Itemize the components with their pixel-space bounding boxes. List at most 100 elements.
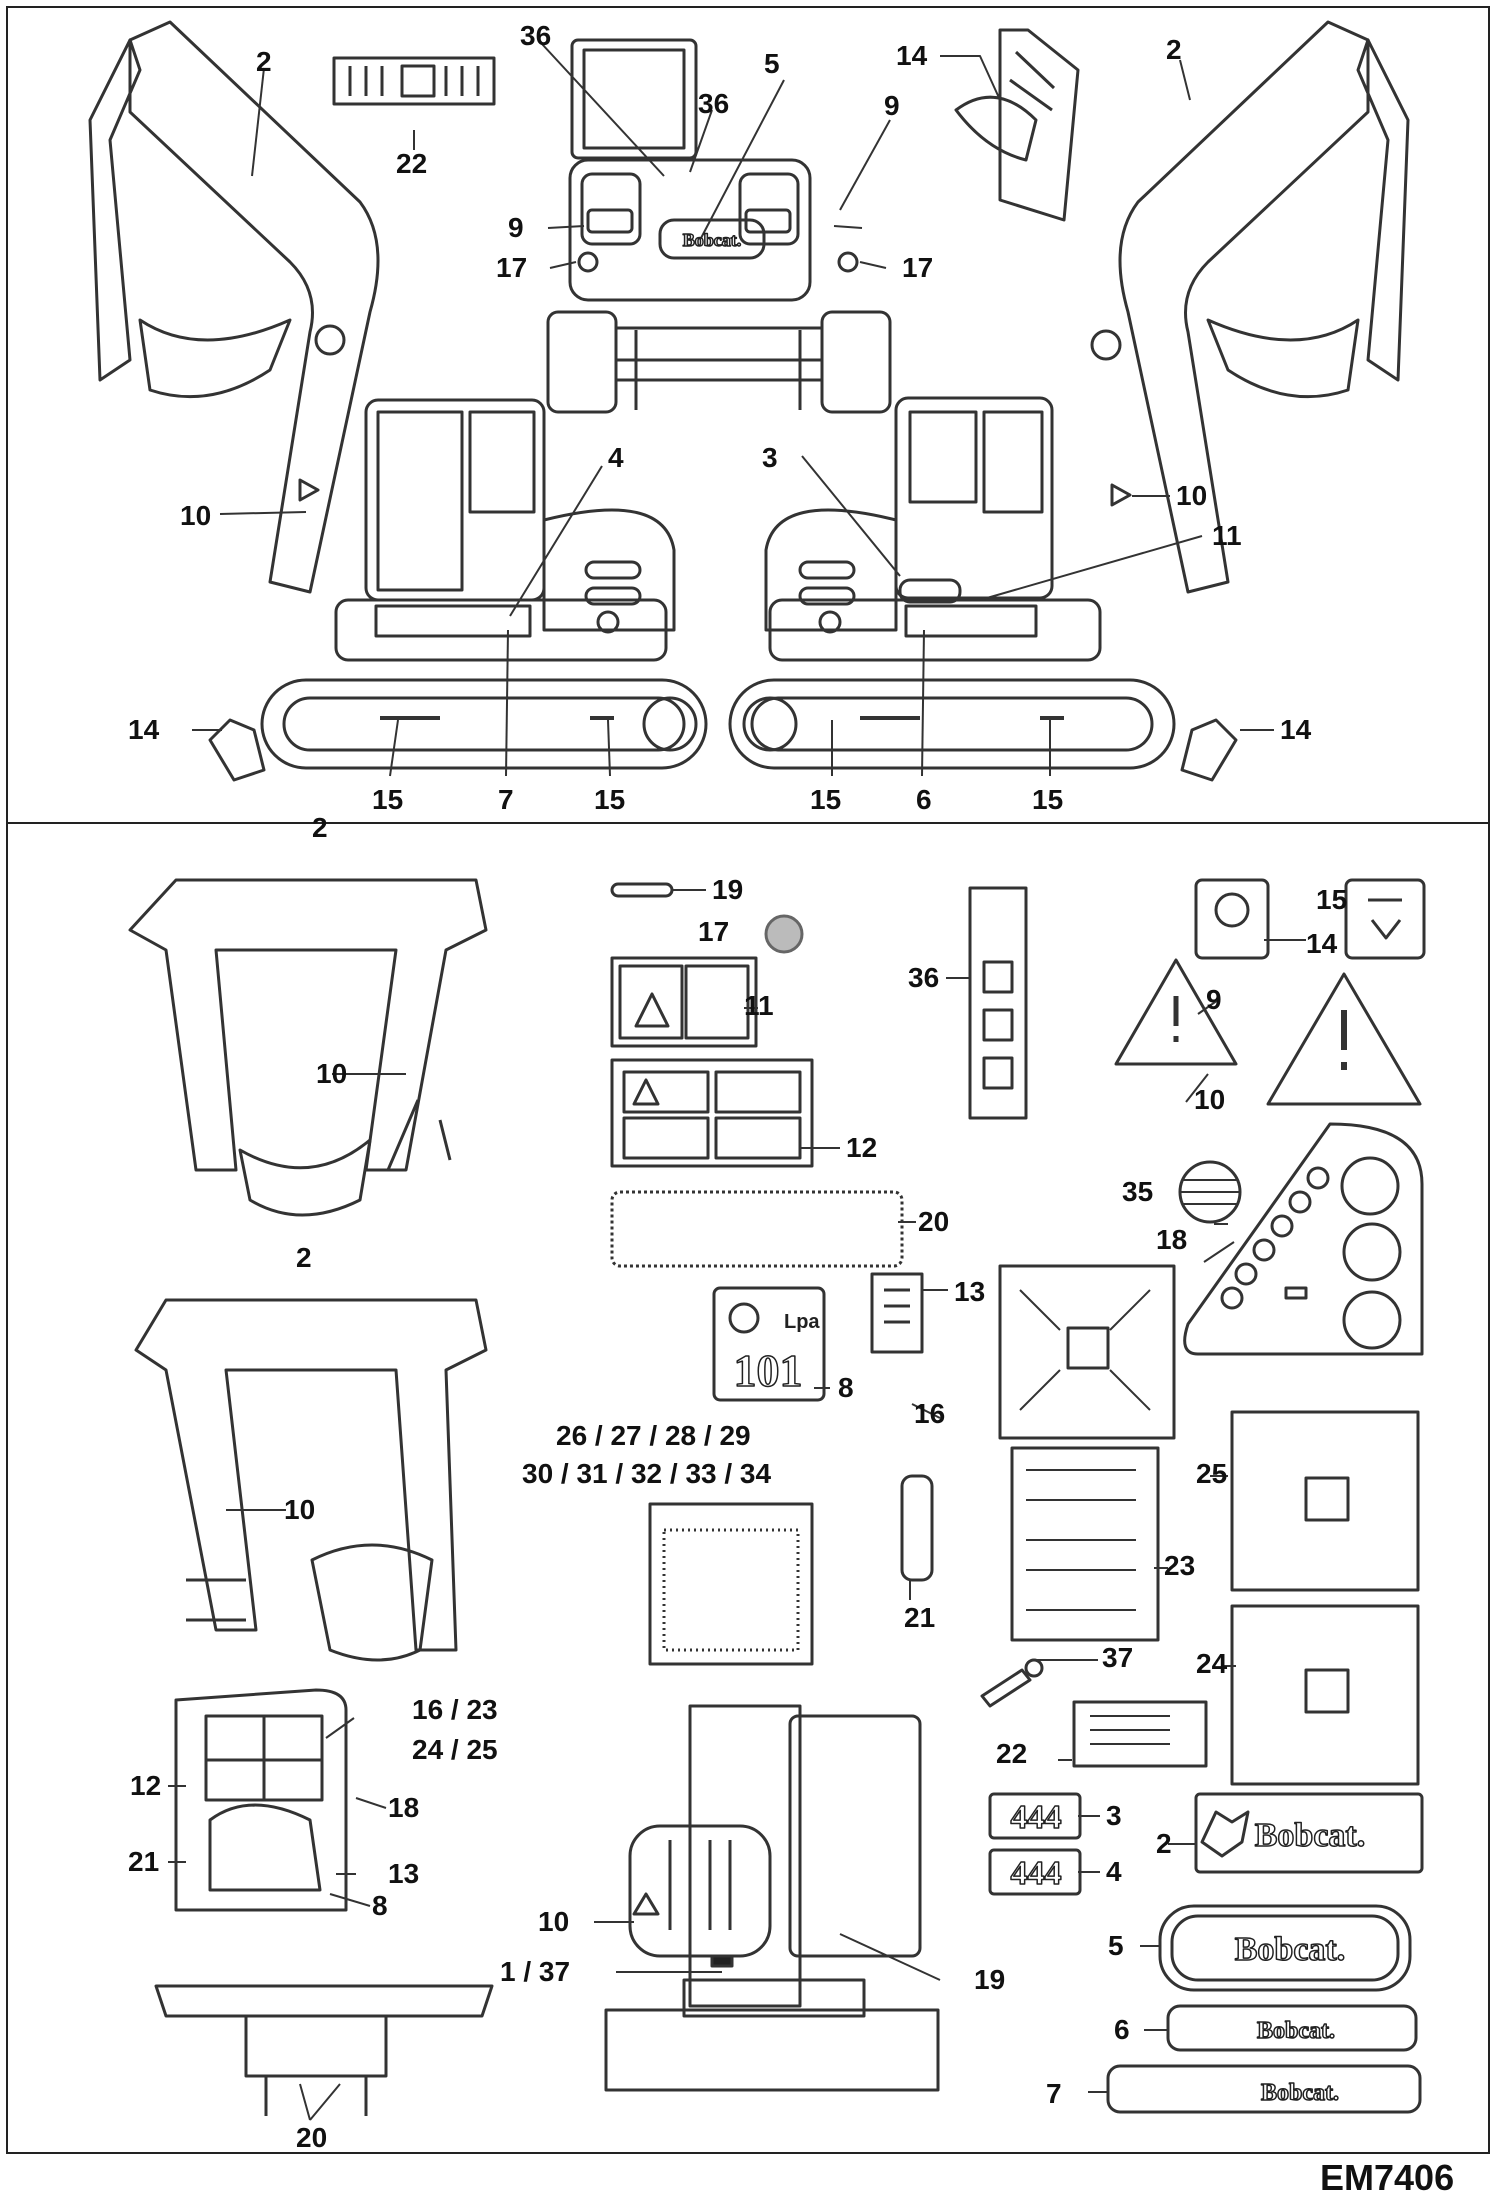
front-light-decal-left xyxy=(586,208,634,234)
brand-text-decal-2: Bobcat. xyxy=(1255,1817,1366,1854)
callout-label-c48: 21 xyxy=(904,1602,936,1633)
callout-label-c25: 2 xyxy=(312,812,328,843)
decal-14 xyxy=(1194,878,1270,960)
warning-triangle-decal xyxy=(632,1892,660,1916)
decal-10 xyxy=(1266,972,1422,1106)
track-right xyxy=(728,678,1176,770)
decal-20 xyxy=(610,1190,904,1268)
decal-7 xyxy=(1106,2064,1422,2114)
front-brand-decal xyxy=(658,218,766,260)
callout-label-c18: 14 xyxy=(1280,714,1312,745)
callout-label-c2: 22 xyxy=(396,148,428,179)
callout-label-c27: 19 xyxy=(712,874,744,905)
callout-label-c44: 26 / 27 / 28 / 29 xyxy=(556,1420,751,1451)
callout-label-c40: 10 xyxy=(284,1494,316,1525)
callout-label-c23: 6 xyxy=(916,784,932,815)
callout-label-c4: 36 xyxy=(698,88,730,119)
reference-code: EM7406 xyxy=(1320,2157,1455,2198)
callout-label-c57: 13 xyxy=(388,1858,420,1889)
callout-label-c59: 10 xyxy=(538,1906,570,1937)
model-decal-right xyxy=(898,578,962,604)
callout-label-c7: 2 xyxy=(1166,34,1182,65)
decal-6 xyxy=(1166,2004,1418,2052)
excavator-side-right xyxy=(728,396,1176,770)
decal-26-34 xyxy=(648,1502,814,1666)
callout-label-c55: 18 xyxy=(388,1792,420,1823)
callout-label-c54: 12 xyxy=(130,1770,162,1801)
callout-label-c62: 3 xyxy=(1106,1800,1122,1831)
callout-label-c36: 10 xyxy=(1194,1084,1226,1115)
callout-label-c17: 14 xyxy=(128,714,160,745)
callout-label-c39: 2 xyxy=(296,1242,312,1273)
callout-label-c22: 15 xyxy=(810,784,842,815)
callout-label-c42: 8 xyxy=(838,1372,854,1403)
decal-17 xyxy=(764,914,804,954)
excavator-rear-view xyxy=(604,1704,940,2092)
callout-label-c50: 37 xyxy=(1102,1642,1134,1673)
brand-text-front: Bobcat. xyxy=(683,230,742,250)
decal-15 xyxy=(1344,878,1426,960)
decal-22-top xyxy=(332,56,496,106)
callout-label-c24: 15 xyxy=(1032,784,1064,815)
cab-interior-view xyxy=(174,1688,348,1912)
callout-label-c68: 20 xyxy=(296,2122,328,2153)
callout-label-c61: 19 xyxy=(974,1964,1006,1995)
callout-label-c51: 22 xyxy=(996,1738,1028,1769)
callout-label-c38: 18 xyxy=(1156,1224,1188,1255)
boom-front-view-2 xyxy=(134,1298,488,1662)
callout-label-c35: 9 xyxy=(1206,984,1222,1015)
callout-label-c14: 10 xyxy=(180,500,212,531)
decal-19 xyxy=(610,882,674,898)
decal-5 xyxy=(1158,1904,1412,1992)
callout-label-c20: 7 xyxy=(498,784,514,815)
leader-lines-bottom xyxy=(168,889,1306,2121)
callout-label-c65: 5 xyxy=(1108,1930,1124,1961)
decal-9 xyxy=(1114,958,1238,1066)
brand-text-decal-6: Bobcat. xyxy=(1257,2018,1335,2044)
callout-label-c6: 14 xyxy=(896,40,928,71)
decal-35 xyxy=(1178,1160,1242,1224)
reflector-right xyxy=(837,251,859,273)
callout-label-c45: 30 / 31 / 32 / 33 / 34 xyxy=(522,1458,772,1489)
machine-blade-detail xyxy=(154,1984,494,2116)
warning-triangle-decal xyxy=(298,478,320,502)
decal-21 xyxy=(900,1474,934,1582)
sticker-lpa-text: Lpa xyxy=(784,1311,820,1333)
bucket-left xyxy=(208,718,266,782)
callout-label-c13: 3 xyxy=(762,442,778,473)
decal-11 xyxy=(610,956,758,1048)
decal-25 xyxy=(1230,1410,1420,1592)
model-text-decal-3: 444 xyxy=(1011,1799,1062,1836)
callout-label-c10: 17 xyxy=(496,252,528,283)
callout-label-c67: 7 xyxy=(1046,2078,1062,2109)
callout-label-c5: 5 xyxy=(764,48,780,79)
callout-label-c26: 10 xyxy=(316,1058,348,1089)
callout-label-c8: 9 xyxy=(884,90,900,121)
callout-label-c29: 11 xyxy=(744,990,774,1021)
callout-label-c33: 15 xyxy=(1316,884,1348,915)
callout-label-c21: 15 xyxy=(594,784,626,815)
boom-front-view-1 xyxy=(128,878,488,1217)
callout-label-c16: 11 xyxy=(1212,520,1242,551)
callout-label-c47: 23 xyxy=(1164,1550,1196,1581)
excavator-side-left xyxy=(260,398,708,770)
callout-label-c11: 17 xyxy=(902,252,934,283)
brand-text-decal-5: Bobcat. xyxy=(1235,1931,1346,1968)
callout-label-c53: 24 / 25 xyxy=(412,1734,498,1765)
callout-label-c46: 25 xyxy=(1196,1458,1228,1489)
section-divider xyxy=(6,822,1490,824)
callout-label-c34: 14 xyxy=(1306,928,1338,959)
decal-23 xyxy=(1010,1446,1160,1642)
reflector-left xyxy=(577,251,599,273)
decal-37 xyxy=(980,1658,1044,1708)
callout-label-c63: 4 xyxy=(1106,1856,1122,1887)
callout-label-c49: 24 xyxy=(1196,1648,1228,1679)
callout-label-c64: 2 xyxy=(1156,1828,1172,1859)
track-left xyxy=(260,678,708,770)
callout-label-c1: 2 xyxy=(256,46,272,77)
warning-triangle-decal xyxy=(1110,483,1132,507)
decal-16 xyxy=(998,1264,1176,1440)
excavator-boom-right xyxy=(1090,20,1410,594)
decal-13 xyxy=(870,1272,924,1354)
decal-18 xyxy=(1183,1122,1424,1356)
